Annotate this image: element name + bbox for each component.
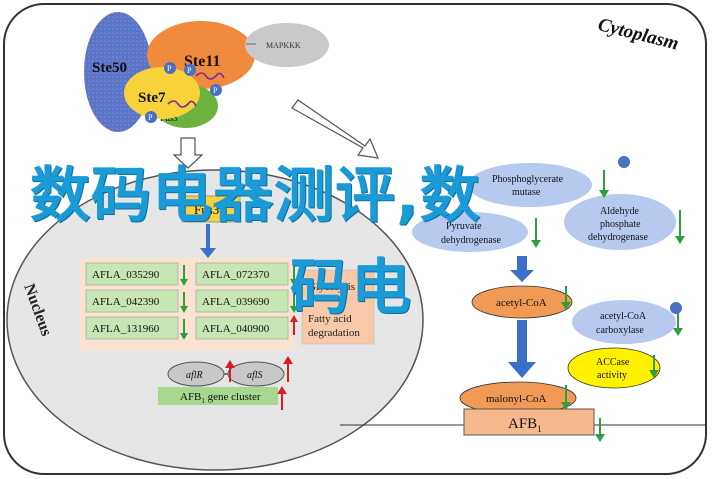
afla-gene-label: AFLA_039690 xyxy=(202,296,270,308)
afla-gene-box xyxy=(195,316,289,340)
afla-gene-label: AFLA_040900 xyxy=(202,323,270,335)
down-arrow-head xyxy=(675,236,685,244)
phosphorylation-arrow xyxy=(195,72,225,80)
afb1-label: AFB1 xyxy=(508,416,542,434)
process-box xyxy=(301,269,375,345)
phosphorylation-arrow xyxy=(167,100,197,108)
malonyl-coa-label: malonyl-CoA xyxy=(486,393,547,405)
phospho-icon xyxy=(210,84,222,96)
phospho-label: P xyxy=(167,64,172,73)
up-arrow-head xyxy=(283,356,293,364)
phospho-label: P xyxy=(187,66,192,75)
down-arrow-head xyxy=(180,306,188,313)
aldehyde-line1: Aldehyde xyxy=(600,206,639,217)
afla-gene-box xyxy=(85,289,179,313)
up-arrow-head xyxy=(277,386,287,394)
down-arrow-head xyxy=(180,279,188,286)
aldehyde-dehydrogenase-oval xyxy=(564,194,676,250)
afla-gene-label: AFLA_035290 xyxy=(92,269,160,281)
pathway-arrow-head xyxy=(510,270,534,282)
down-arrow-head xyxy=(180,333,188,340)
nucleus-fus3-box xyxy=(181,195,241,223)
phospho-label: P xyxy=(148,113,153,122)
down-arrow-head xyxy=(561,402,571,410)
down-arrow-head xyxy=(531,240,541,248)
watermark-text-line1: 数码电器测评,数 xyxy=(30,161,481,231)
process-fatty-acid: Fatty acid xyxy=(308,313,352,325)
phosphoglycerate-line2: mutase xyxy=(512,187,541,198)
nucleus-arrow-head xyxy=(200,248,216,258)
afla-gene-label: AFLA_042390 xyxy=(92,296,160,308)
down-arrow-head xyxy=(595,434,605,442)
up-arrow-head xyxy=(225,360,235,368)
hollow-arrow-down xyxy=(172,137,204,169)
ste7-label: Ste7 xyxy=(138,90,166,106)
down-arrow-head xyxy=(290,306,298,313)
pathway-regulation-marks xyxy=(531,156,685,442)
afla-gene-box xyxy=(195,289,289,313)
afla-gene-box xyxy=(195,262,289,286)
aldehyde-line3: dehydrogenase xyxy=(588,232,649,243)
afla-gene-label: AFLA_131960 xyxy=(92,323,160,335)
acetyl-coa-label: acetyl-CoA xyxy=(496,297,547,309)
pyruvate-line1: Pyruvate xyxy=(446,221,482,232)
down-arrow-head xyxy=(673,328,683,336)
afb1-box xyxy=(463,408,595,436)
down-arrow-head xyxy=(599,190,609,198)
phospho-icon xyxy=(184,64,196,76)
phospho-label: P xyxy=(213,86,218,95)
ste50-label: Ste50 xyxy=(92,60,127,76)
aldehyde-line2: phosphate xyxy=(600,219,641,230)
accase-line2: activity xyxy=(597,370,627,381)
down-arrow-head xyxy=(649,370,659,378)
acetyl-coa-oval xyxy=(471,285,573,319)
acc-line1: acetyl-CoA xyxy=(600,311,647,322)
pyruvate-line2: dehydrogenase xyxy=(441,235,502,246)
mapkkk-label: MAPKKK xyxy=(266,41,301,50)
mapkkk-oval xyxy=(245,23,329,67)
nucleus-fus3-label: Fus3 xyxy=(194,202,219,217)
phospho-icon xyxy=(145,111,157,123)
process-degradation: degradation xyxy=(308,327,360,339)
process-glycolysis: Glycolysis xyxy=(308,281,355,293)
phosphoglycerate-mutase-oval xyxy=(468,163,592,207)
down-arrow-head xyxy=(290,279,298,286)
accase-activity-oval xyxy=(567,347,661,389)
afla-gene-label: AFLA_072370 xyxy=(202,269,270,281)
afla-gene-box xyxy=(85,316,179,340)
phospho-marks: P P P P xyxy=(145,62,222,123)
hollow-arrow-diagonal xyxy=(291,99,379,159)
down-arrow-head xyxy=(561,302,571,310)
phosphoglycerate-line1: Phosphoglycerate xyxy=(492,174,564,185)
aflr-label: aflR xyxy=(186,370,203,381)
afb1-cluster-bar xyxy=(158,387,278,405)
phospho-icon xyxy=(164,62,176,74)
pathway-arrow-head xyxy=(508,362,536,378)
afb1-cluster-label: AFB1 gene cluster xyxy=(180,391,261,405)
phospho-icon xyxy=(670,302,682,314)
watermark-text-line2: 码电 xyxy=(290,253,412,323)
acc-line2: carboxylase xyxy=(596,325,644,336)
pyruvate-dehydrogenase-oval xyxy=(412,212,528,252)
afls-label: aflS xyxy=(247,370,263,381)
afla-gene-box xyxy=(85,262,179,286)
up-arrow-head xyxy=(290,315,298,322)
acetyl-coa-carboxylase-oval xyxy=(572,300,676,344)
accase-line1: ACCase xyxy=(596,357,630,368)
phospho-icon xyxy=(618,156,630,168)
